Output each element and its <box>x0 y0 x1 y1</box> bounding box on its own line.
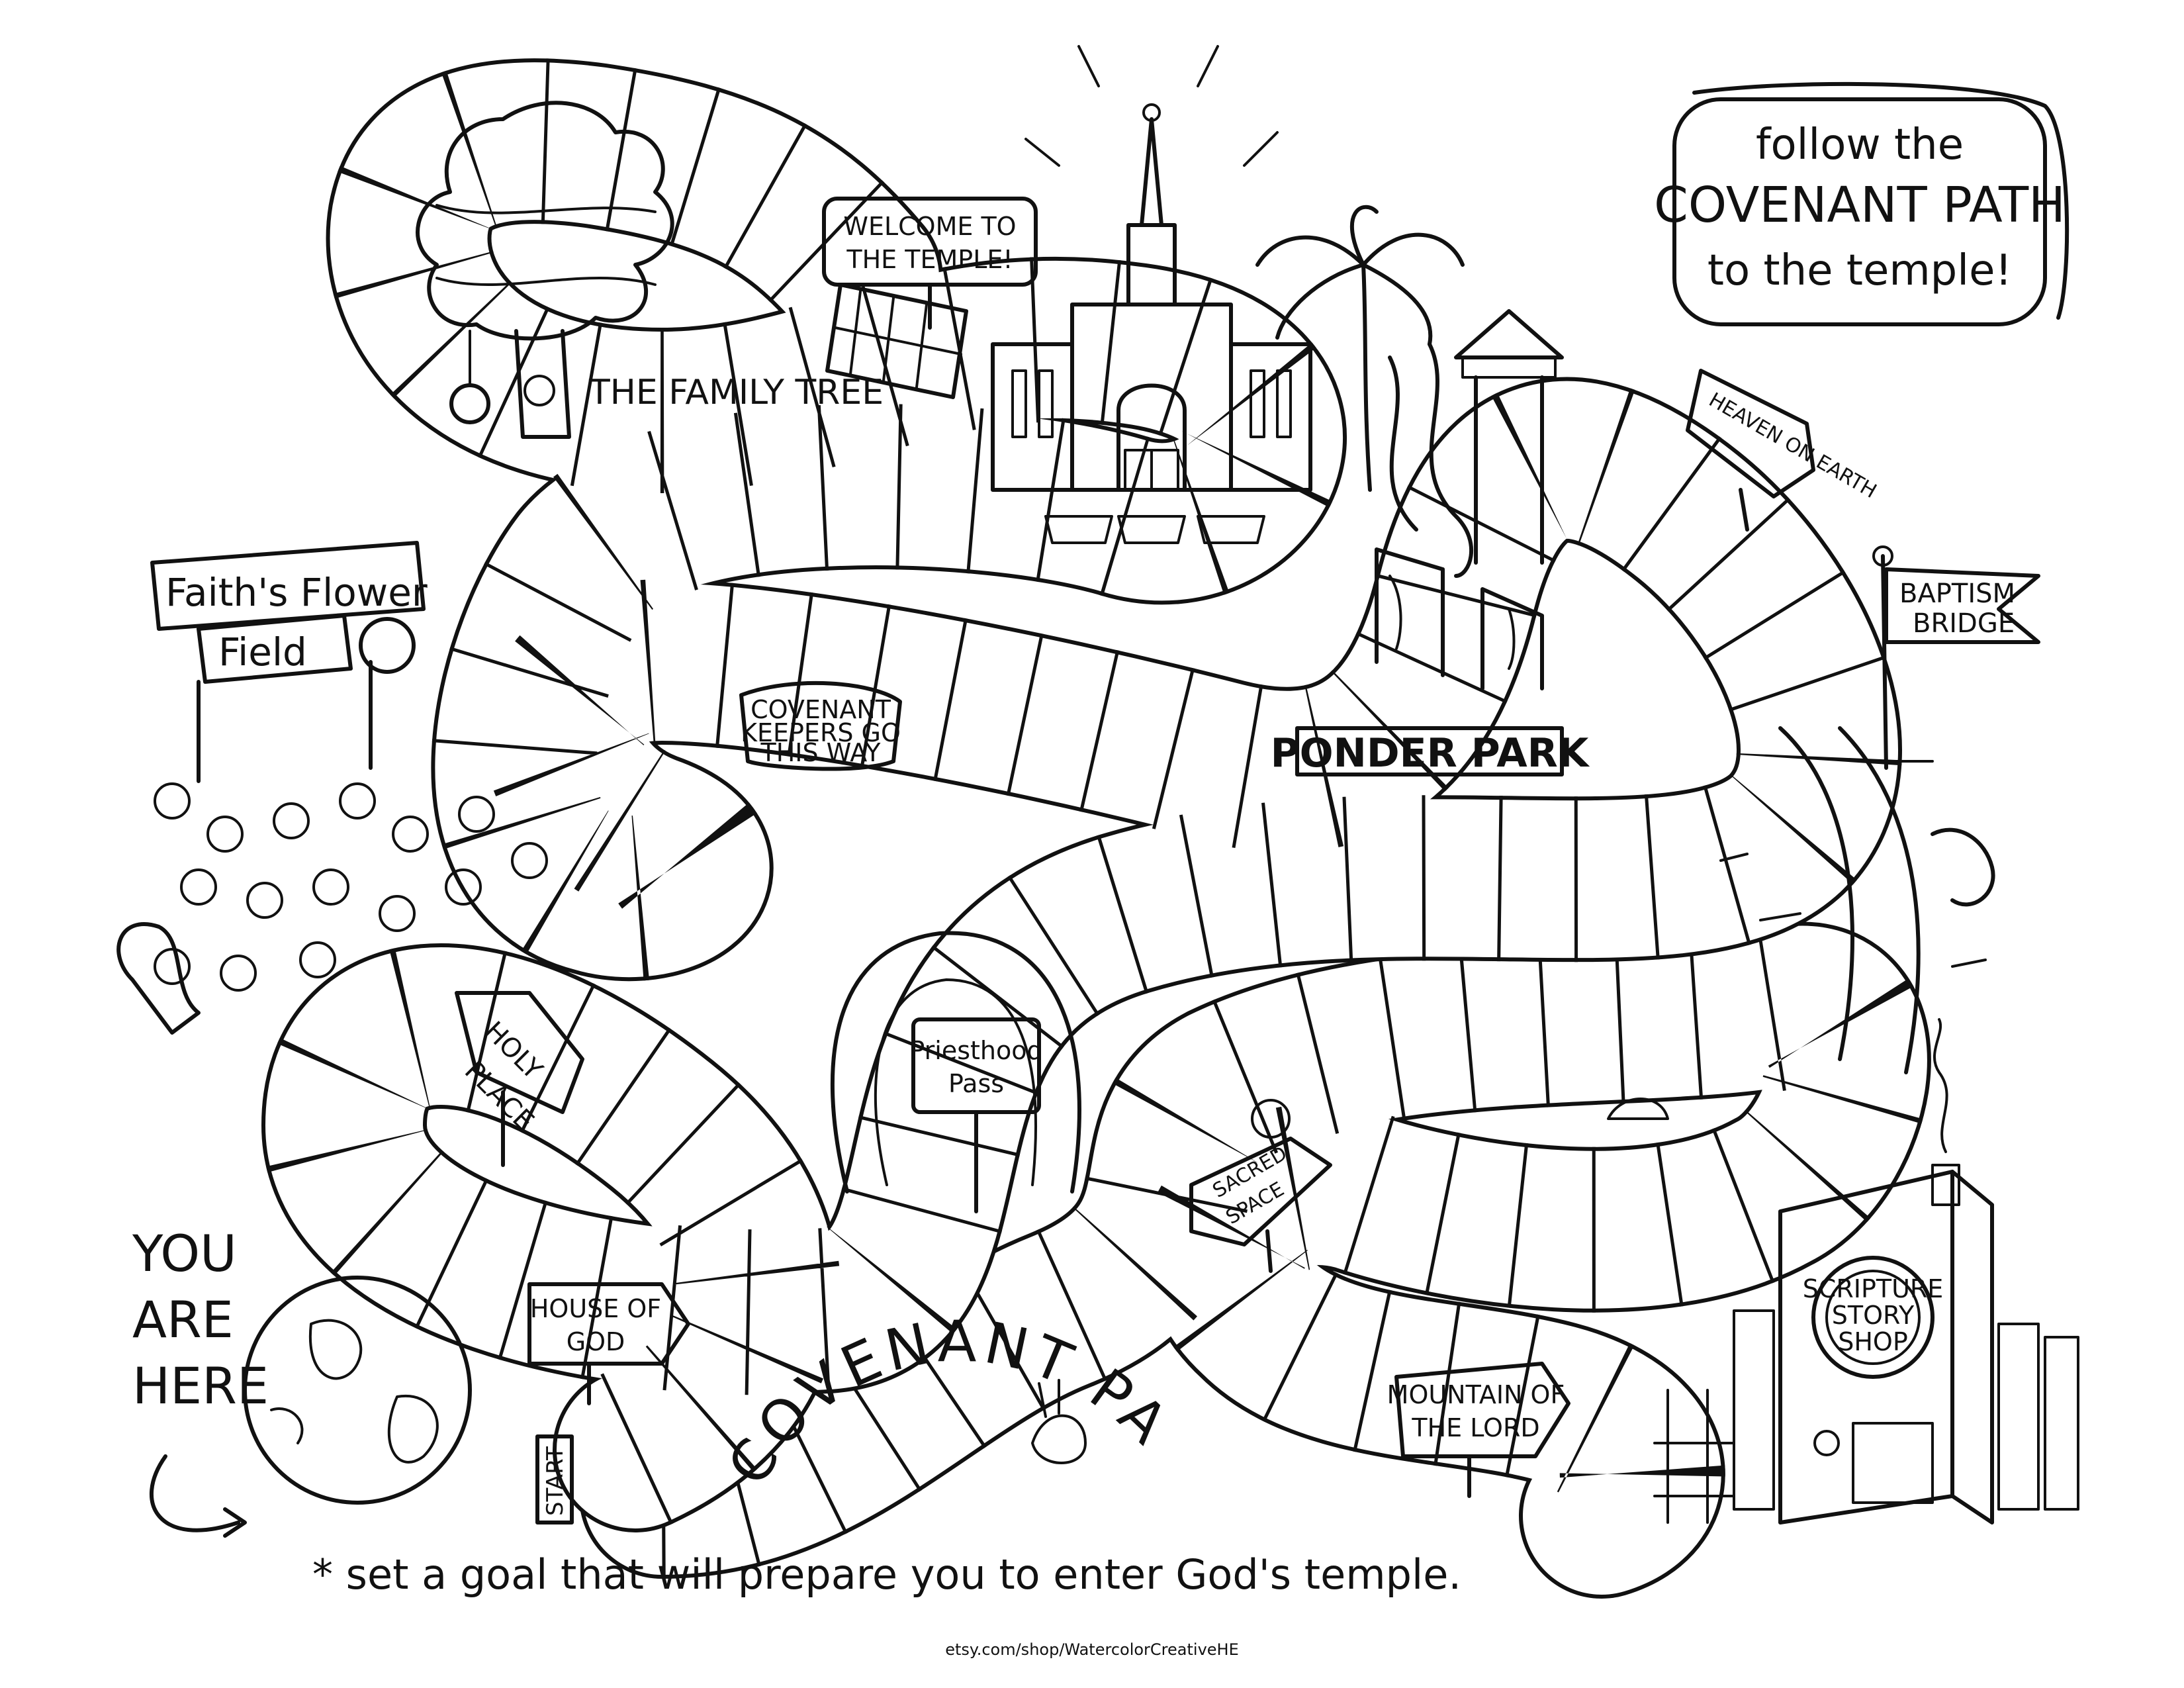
scripture-line1: SCRIPTURE <box>1803 1274 1944 1303</box>
start-label: START <box>542 1446 569 1516</box>
faiths-flower-line1: Faith's Flower <box>165 570 428 615</box>
goal-text: * set a goal that will prepare you to en… <box>312 1550 1461 1599</box>
mountain-line1: MOUNTAIN OF <box>1387 1380 1565 1409</box>
you-line1: YOU <box>132 1224 237 1283</box>
scripture-line3: SHOP <box>1838 1327 1908 1356</box>
covenant-keepers-line1: COVENANT <box>751 695 891 724</box>
priesthood-line2: Pass <box>948 1069 1004 1098</box>
turtle <box>1607 1098 1669 1120</box>
family-tree: THE FAMILY TREE <box>416 101 884 439</box>
rabbit <box>1031 1379 1087 1464</box>
mountain-line2: THE LORD <box>1411 1413 1539 1442</box>
palm-tree <box>1255 205 1465 492</box>
squirrel <box>116 922 201 1035</box>
credit-text: etsy.com/shop/WatercolorCreativeHE <box>945 1640 1239 1659</box>
covenant-path <box>261 58 1931 1599</box>
covenant-keepers-line3: THIS WAY <box>760 738 882 767</box>
dolphin <box>1719 827 1995 968</box>
faiths-flower-field: Faith's Flower Field <box>150 541 548 992</box>
scripture-story-shop: SCRIPTURE STORY SHOP <box>1653 1018 2079 1524</box>
title-line3: to the temple! <box>1707 246 2012 295</box>
ponder-park: PONDER PARK <box>1271 309 1590 776</box>
covenant-keepers-sign: COVENANT KEEPERS GO THIS WAY <box>739 680 902 771</box>
baptism-bridge <box>1778 726 1921 1074</box>
title-box: follow the COVENANT PATH to the temple! <box>1654 81 2070 326</box>
baptism-line2: BRIDGE <box>1913 608 2015 639</box>
welcome-line1: WELCOME TO <box>843 212 1016 241</box>
globe <box>243 1276 472 1505</box>
welcome-line2: THE TEMPLE! <box>846 245 1013 274</box>
scripture-line2: STORY <box>1832 1301 1915 1330</box>
welcome-temple-sign: WELCOME TO THE TEMPLE! <box>822 197 1038 330</box>
priesthood-pass-arch: Priesthood Pass <box>830 931 1081 1213</box>
house-of-god-line1: HOUSE OF <box>530 1294 661 1323</box>
you-are-here: YOU ARE HERE <box>132 1224 269 1538</box>
faiths-flower-line2: Field <box>218 630 307 675</box>
house-of-god-sign: HOUSE OF GOD <box>527 1282 690 1405</box>
title-line1: follow the <box>1756 120 1964 169</box>
house-of-god-line2: GOD <box>567 1327 625 1356</box>
arrow-icon <box>223 1507 247 1538</box>
ponder-park-label: PONDER PARK <box>1271 730 1590 776</box>
title-line2: COVENANT PATH <box>1654 177 2066 234</box>
family-tree-label: THE FAMILY TREE <box>588 373 884 412</box>
mountain-of-the-lord-sign: MOUNTAIN OF THE LORD <box>1387 1362 1570 1498</box>
baptism-bridge-flag: BAPTISM BRIDGE <box>1865 545 2040 770</box>
covenant-keepers-line2: KEEPERS GO <box>741 718 901 747</box>
you-line2: ARE <box>132 1290 234 1349</box>
brick-patch <box>825 283 968 399</box>
temple-building <box>991 45 1312 544</box>
start-tile: START <box>535 1434 574 1524</box>
baptism-line1: BAPTISM <box>1899 579 2015 609</box>
priesthood-line1: Priesthood <box>909 1036 1042 1065</box>
